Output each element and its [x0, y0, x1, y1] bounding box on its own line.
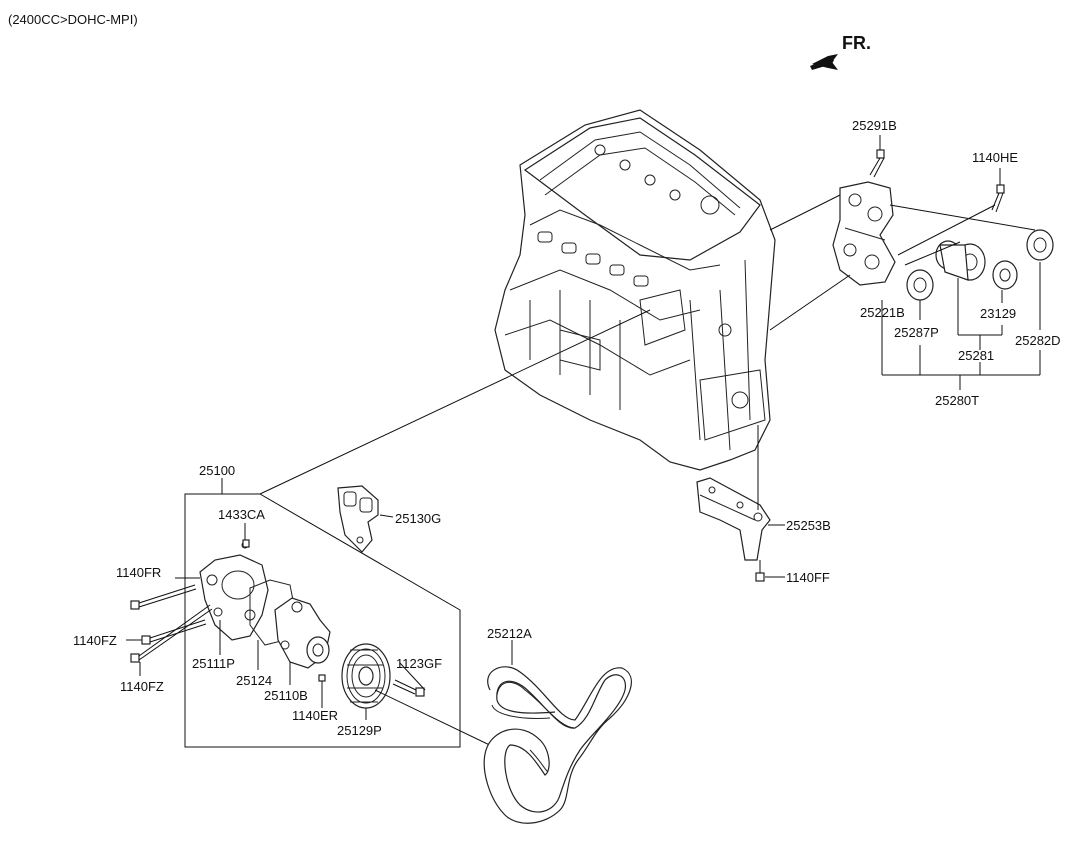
bolt-1140FR	[130, 584, 197, 610]
label-25110B: 25110B	[264, 688, 308, 703]
label-25253B: 25253B	[786, 518, 831, 533]
label-1140FF: 1140FF	[786, 570, 830, 585]
bracket-25253B	[696, 477, 771, 561]
tensioner-25281	[935, 240, 986, 281]
label-25282D: 25282D	[1015, 333, 1061, 348]
label-25280T: 25280T	[935, 393, 979, 408]
label-25124: 25124	[236, 673, 272, 688]
label-25287P: 25287P	[894, 325, 939, 340]
part-labels: 25291B 1140HE 25221B 25287P 23129 25281 …	[73, 118, 1061, 738]
water-pump-25110B	[274, 597, 331, 669]
front-direction-arrow	[810, 54, 838, 70]
label-25212A: 25212A	[487, 626, 532, 641]
label-25221B: 25221B	[860, 305, 905, 320]
label-1123GF: 1123GF	[396, 656, 442, 671]
label-25130G: 25130G	[395, 511, 441, 526]
front-direction-label: FR.	[842, 33, 871, 53]
label-25281: 25281	[958, 348, 994, 363]
bolt-1140HE	[991, 184, 1005, 213]
label-25111P: 25111P	[192, 656, 235, 671]
pulley-25129P	[341, 643, 391, 709]
label-25291B: 25291B	[852, 118, 897, 133]
engine-block	[494, 109, 776, 471]
bolt-1140ER	[318, 674, 326, 703]
label-1140HE: 1140HE	[972, 150, 1018, 165]
water-pump-group-box	[184, 493, 461, 748]
label-1433CA: 1433CA	[218, 507, 265, 522]
label-25100: 25100	[199, 463, 235, 478]
pulley-23129	[992, 260, 1018, 290]
label-1140FZ-b: 1140FZ	[120, 679, 164, 694]
leader-box-engine	[259, 309, 651, 495]
tensioner-leader-lines	[769, 135, 1041, 390]
label-23129: 23129	[980, 306, 1016, 321]
tensioner-bracket	[832, 181, 896, 286]
gasket-25130G	[337, 485, 379, 553]
idler-25282D	[1026, 229, 1054, 261]
bolt-1140FF	[755, 560, 765, 582]
label-1140FR: 1140FR	[116, 565, 161, 580]
bolt-1140FZ-a	[141, 619, 207, 645]
water-pump-leader-lines	[126, 523, 501, 751]
drive-belt-25212A	[483, 666, 632, 824]
bolt-1140FZ-b	[130, 604, 213, 663]
leader-25130G	[379, 514, 394, 518]
idler-25287P	[906, 269, 934, 301]
bolt-25291B	[869, 149, 885, 178]
engine-spec-label: (2400CC>DOHC-MPI)	[8, 12, 138, 27]
water-pump-housing-25111P	[199, 541, 269, 641]
label-1140FZ-a: 1140FZ	[73, 633, 117, 648]
label-25129P: 25129P	[337, 723, 382, 738]
stud-1433CA	[242, 539, 250, 548]
label-1140ER: 1140ER	[292, 708, 338, 723]
bolt-1123GF	[392, 679, 425, 697]
